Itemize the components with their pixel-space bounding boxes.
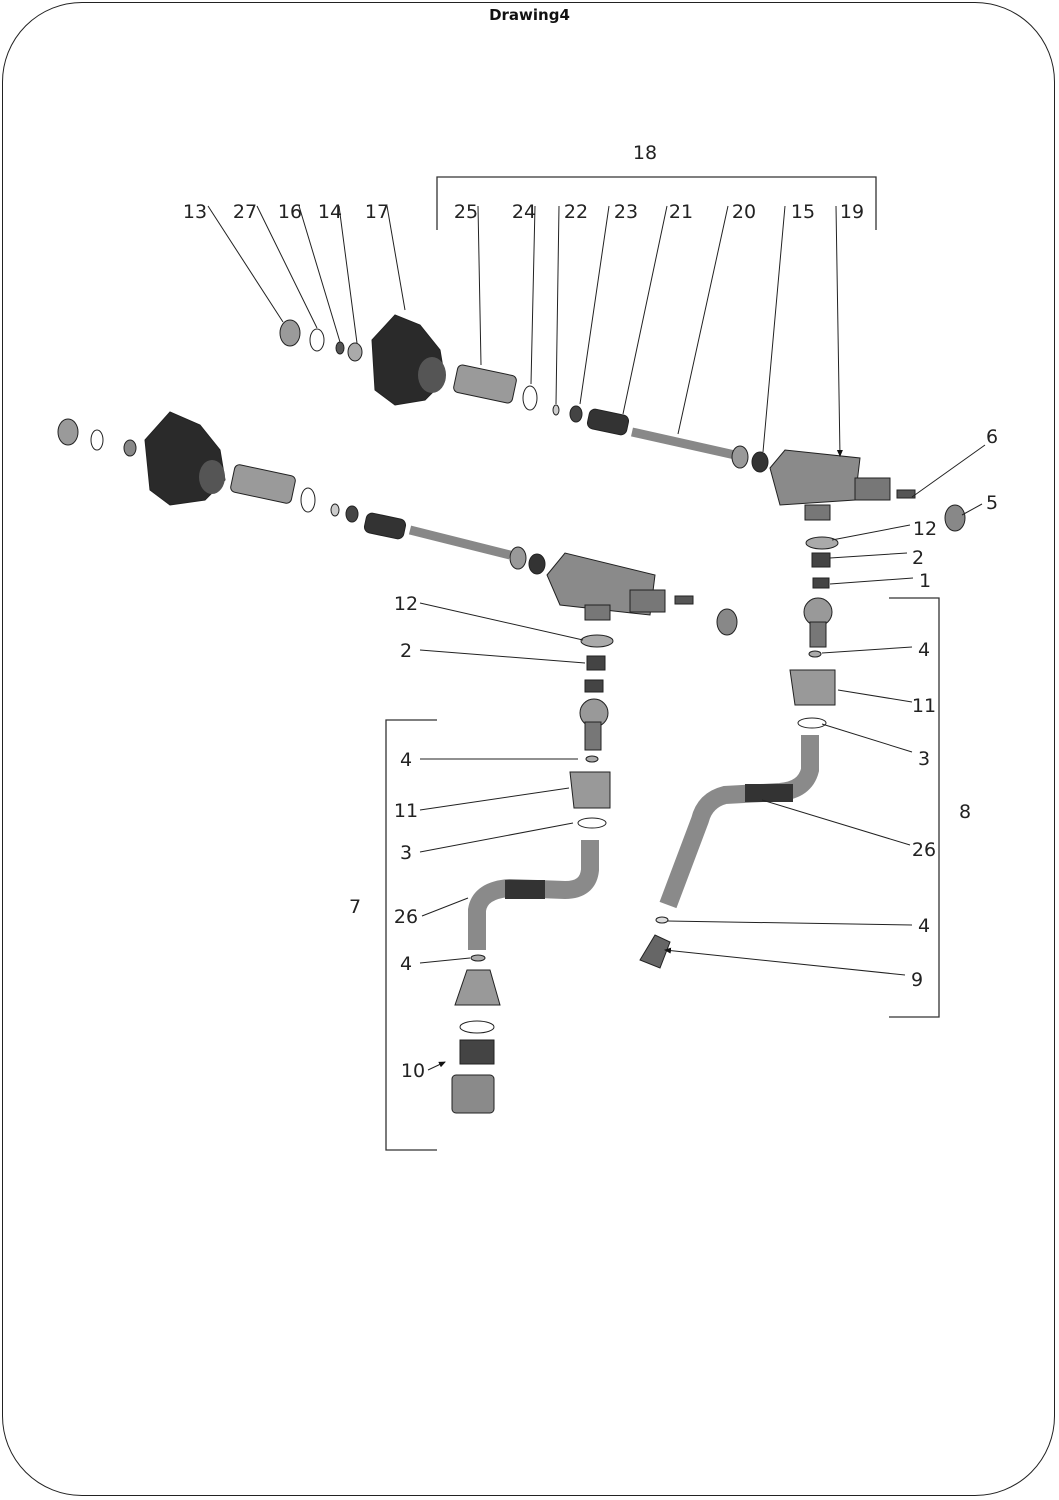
balloon: 22 [564,201,588,223]
balloon: 4 [400,749,412,771]
balloon: 12 [394,593,418,615]
assembly-label-18: 18 [633,142,657,164]
balloon: 26 [912,839,936,861]
bracket-7 [385,719,437,1151]
balloon: 24 [512,201,536,223]
balloon: 12 [913,518,937,540]
balloon: 4 [918,915,930,937]
balloon: 10 [401,1060,425,1082]
lower-valve-assembly [57,411,738,1114]
balloon: 15 [791,201,815,223]
balloon: 5 [986,492,998,514]
upper-valve-assembly [279,314,966,969]
drawing-title: Drawing4 [489,6,570,24]
balloon: 2 [400,640,412,662]
left-balloons: 12 2 4 11 3 26 4 10 [394,593,586,1082]
balloon: 27 [233,201,257,223]
balloon: 16 [278,201,302,223]
balloon: 19 [840,201,864,223]
balloon: 9 [911,969,923,991]
top-balloons: 13 27 16 14 17 25 24 22 23 21 20 15 19 [183,201,864,456]
balloon: 4 [400,953,412,975]
balloon: 23 [614,201,638,223]
balloon: 25 [454,201,478,223]
assembly-label-7: 7 [349,896,361,918]
balloon: 1 [919,570,931,592]
balloon: 4 [918,639,930,661]
bracket-8 [889,597,940,1018]
balloon: 3 [918,748,930,770]
balloon: 11 [912,695,936,717]
balloon: 17 [365,201,389,223]
balloon: 3 [400,842,412,864]
balloon: 20 [732,201,756,223]
balloon: 26 [394,906,418,928]
balloon: 14 [318,201,342,223]
balloon: 21 [669,201,693,223]
balloon: 2 [912,547,924,569]
balloon: 13 [183,201,207,223]
right-balloons: 6 5 12 2 1 4 11 3 26 4 9 [665,426,998,991]
balloon: 6 [986,426,998,448]
assembly-label-8: 8 [959,801,971,823]
bracket-18 [436,176,877,230]
balloon: 11 [394,800,418,822]
